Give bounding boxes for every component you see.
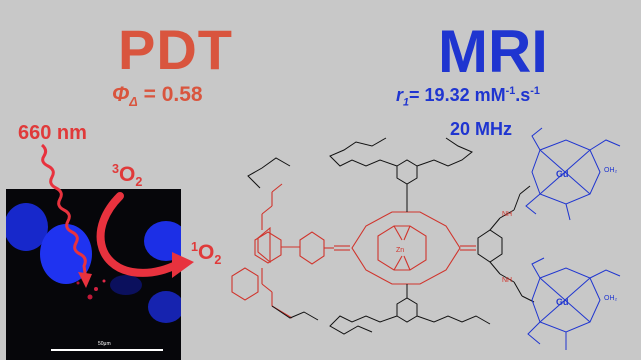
amide-nh-top: NH xyxy=(502,211,512,218)
conversion-arrow-head xyxy=(172,252,194,278)
triplet-sub: 2 xyxy=(135,175,143,190)
scale-bar xyxy=(51,349,163,351)
gd-label-bottom: Gd xyxy=(556,297,569,307)
unit-mid: .s xyxy=(515,85,531,105)
pdt-quantum-yield: ΦΔ = 0.58 xyxy=(112,84,203,109)
dpp-fragment xyxy=(231,183,350,319)
laser-arrow-head xyxy=(78,272,92,288)
pdt-title: PDT xyxy=(118,18,233,81)
phi-subscript: Δ xyxy=(129,95,138,110)
peg-arms xyxy=(247,137,535,335)
gd-label-top: Gd xyxy=(556,169,569,179)
mri-relaxivity: r1= 19.32 mM-1.s-1 xyxy=(396,86,540,108)
singlet-oxygen-label: 1O2 xyxy=(191,241,221,267)
r-symbol: r xyxy=(396,85,404,105)
triplet-oxygen-label: 3O2 xyxy=(112,163,142,189)
unit-sup-1: -1 xyxy=(505,85,516,97)
laser-wave-arrow xyxy=(40,143,88,281)
dota-gd-complexes xyxy=(525,127,621,350)
unit-sup-2: -1 xyxy=(530,85,540,97)
water-ligand-top: OH₂ xyxy=(604,167,618,174)
phi-symbol: Φ xyxy=(112,83,130,106)
r-subscript: 1 xyxy=(403,96,410,109)
scale-bar-label: 50μm xyxy=(98,341,111,347)
micrograph-cells xyxy=(6,203,181,323)
singlet-sup: 1 xyxy=(191,240,199,254)
triplet-sup: 3 xyxy=(112,162,120,176)
mri-title: MRI xyxy=(438,18,548,85)
water-ligand-bottom: OH₂ xyxy=(604,295,618,302)
triplet-o: O xyxy=(119,163,136,186)
mri-frequency: 20 MHz xyxy=(450,119,513,139)
amide-nh-bottom: NH xyxy=(502,277,512,284)
porphyrin-core xyxy=(351,211,476,285)
singlet-o: O xyxy=(198,241,215,264)
conversion-arrow xyxy=(96,192,182,277)
laser-wavelength-label: 660 nm xyxy=(18,122,87,144)
relaxivity-value: = 19.32 mM xyxy=(409,85,506,105)
singlet-sub: 2 xyxy=(214,253,222,268)
zinc-label: Zn xyxy=(396,247,404,254)
quantum-yield-value: = 0.58 xyxy=(143,83,203,106)
